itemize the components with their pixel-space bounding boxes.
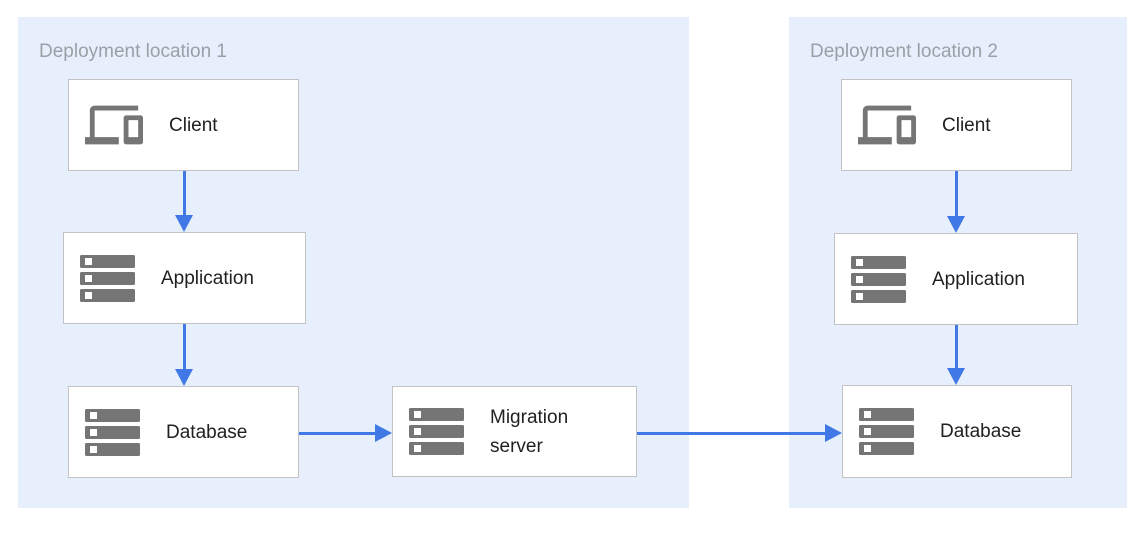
server-stack-icon <box>859 408 914 455</box>
arrow-shaft <box>182 171 186 215</box>
node-label: Application <box>161 267 254 289</box>
devices-icon <box>858 96 916 154</box>
node-application-location-1: Application <box>63 232 306 324</box>
server-stack-icon <box>851 255 906 303</box>
arrow-shaft <box>637 431 825 435</box>
arrow-head-icon <box>947 216 965 233</box>
node-label: Migration server <box>490 406 569 457</box>
arrow-client2-to-application2 <box>947 171 965 233</box>
arrow-shaft <box>954 171 958 216</box>
devices-icon <box>85 96 143 154</box>
arrow-head-icon <box>947 368 965 385</box>
arrow-client1-to-application1 <box>175 171 193 232</box>
node-label: Client <box>169 114 218 136</box>
node-database-location-1: Database <box>68 386 299 478</box>
server-stack-icon <box>409 408 464 455</box>
arrow-head-icon <box>375 424 392 442</box>
node-client-location-1: Client <box>68 79 299 171</box>
node-application-location-2: Application <box>834 233 1078 325</box>
region-title: Deployment location 2 <box>810 41 998 62</box>
server-stack-icon <box>80 254 135 302</box>
arrow-application1-to-database1 <box>175 324 193 386</box>
node-label: Database <box>166 421 248 443</box>
node-client-location-2: Client <box>841 79 1072 171</box>
server-stack-icon <box>85 408 140 456</box>
arrow-shaft <box>299 431 375 435</box>
arrow-migration-server-to-database2 <box>637 424 842 442</box>
arrow-shaft <box>182 324 186 369</box>
arrow-head-icon <box>175 215 193 232</box>
node-database-location-2: Database <box>842 385 1072 478</box>
node-label: Database <box>940 421 1022 442</box>
arrow-application2-to-database2 <box>947 325 965 385</box>
arrow-shaft <box>954 325 958 368</box>
region-title: Deployment location 1 <box>39 41 227 62</box>
node-label: Application <box>932 268 1025 290</box>
arrow-database1-to-migration-server <box>299 424 392 442</box>
node-label: Client <box>942 114 991 136</box>
arrow-head-icon <box>175 369 193 386</box>
node-migration-server: Migration server <box>392 386 637 477</box>
arrow-head-icon <box>825 424 842 442</box>
